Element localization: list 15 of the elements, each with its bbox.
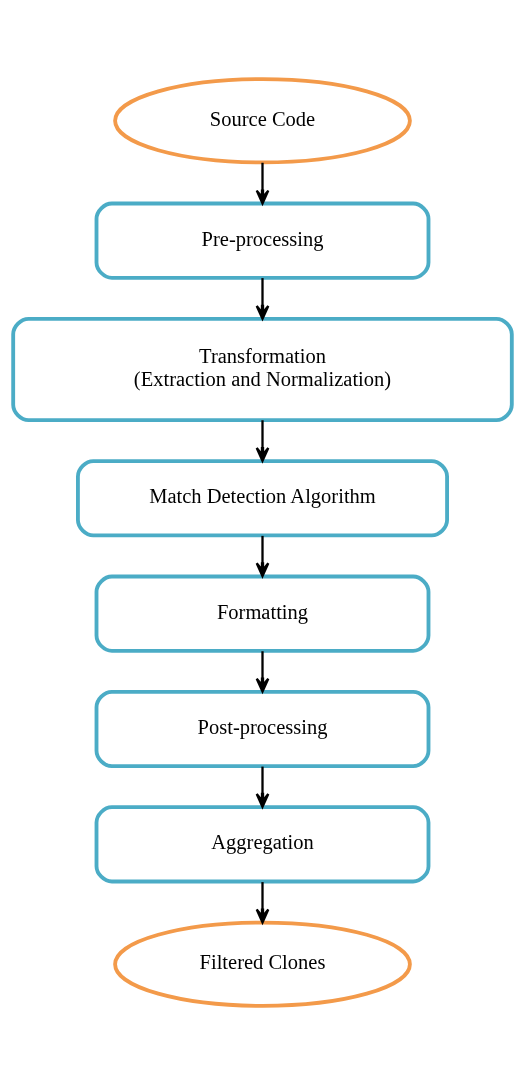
node-ellipse: Source Code: [113, 77, 412, 165]
arrow: [255, 162, 270, 205]
arrow: [255, 278, 270, 320]
arrow: [255, 535, 270, 578]
arrow: [255, 766, 270, 808]
node-box: Transformation (Extraction and Normalization): [11, 316, 514, 422]
node-box: Aggregation: [94, 805, 431, 884]
arrow: [255, 651, 270, 693]
node-box: Formatting: [94, 574, 431, 653]
node-ellipse: Filtered Clones: [113, 920, 412, 1008]
arrow: [255, 420, 270, 463]
arrow: [255, 882, 270, 924]
node-box: Post-processing: [94, 689, 431, 769]
node-box: Match Detection Algorithm: [76, 459, 449, 538]
node-box: Pre-processing: [94, 201, 431, 280]
